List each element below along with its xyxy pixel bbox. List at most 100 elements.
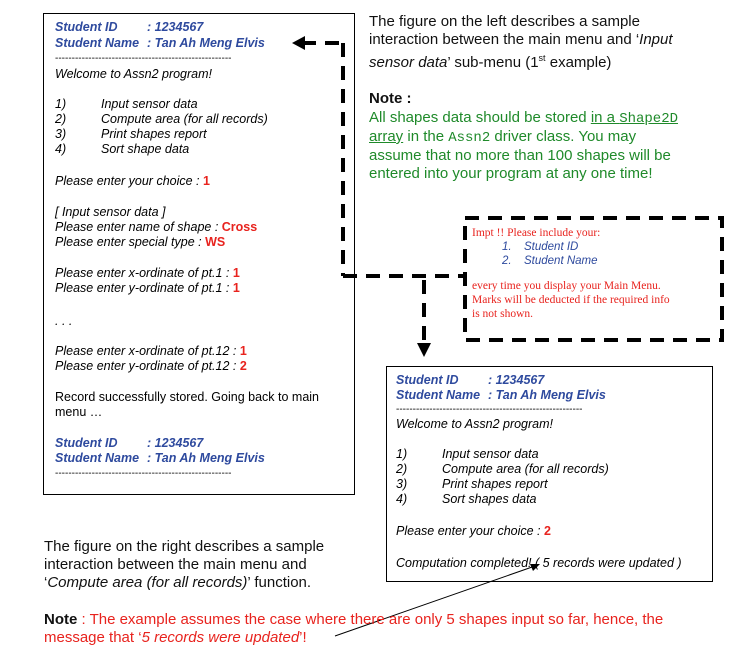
y12-value: 2	[239, 359, 247, 373]
shape-name-prompt: Please enter name of shape :	[55, 220, 222, 234]
note-line2: array in the Assn2 driver class. You may	[369, 128, 734, 147]
menu-item-label: Compute area (for all records)	[442, 462, 609, 476]
bottom-note: Note : The example assumes the case wher…	[44, 611, 734, 647]
y12-prompt: Please enter y-ordinate of pt.12 :	[55, 359, 240, 373]
bottom-note-label: Note	[44, 611, 78, 628]
student-name-line: Student Name : Tan Ah Meng Elvis	[396, 388, 606, 403]
note-line2-text: in the	[403, 128, 449, 145]
note-line1-underlined: in a	[590, 109, 620, 126]
impt-item-label: Student Name	[524, 255, 598, 267]
right-desc-line3: sensor data’ sub-menu (1st example)	[369, 49, 734, 72]
special-type-line: Please enter special type : WS	[55, 235, 225, 250]
separator: ----------------------------------------…	[396, 404, 583, 415]
left-console-box: Student ID: 1234567 Student Name: Tan Ah…	[43, 13, 355, 495]
impt-note: Impt !! Please include your: 1. Student I…	[472, 226, 717, 321]
choice-value: 2	[544, 524, 551, 538]
right-desc-line3-tail: example)	[545, 54, 612, 71]
student-id-value: : 1234567	[147, 20, 204, 34]
menu-item-number: 4)	[396, 492, 408, 506]
menu-item-number: 2)	[55, 112, 67, 126]
impt-item-2: 2. Student Name	[472, 254, 717, 268]
menu-item-label: Print shapes report	[101, 127, 207, 141]
menu-item-number: 3)	[396, 477, 408, 491]
student-name-label: Student Name	[55, 36, 140, 50]
choice-prompt: Please enter your choice :	[396, 524, 544, 538]
x12-value: 1	[239, 344, 247, 358]
note-pointer-line	[334, 565, 536, 637]
student-name-value: : Tan Ah Meng Elvis	[488, 388, 606, 402]
note-line1: All shapes data should be stored in a Sh…	[369, 109, 734, 128]
student-name-label: Student Name	[55, 451, 140, 465]
student-name-value: : Tan Ah Meng Elvis	[147, 451, 265, 465]
student-id-value: : 1234567	[147, 436, 204, 450]
menu-item-number: 4)	[55, 142, 67, 156]
right-desc-line2-italic: Input	[639, 31, 673, 48]
impt-line6: is not shown.	[472, 308, 534, 320]
right-desc-line1: The figure on the left describes a sampl…	[369, 13, 640, 30]
arrowhead-left	[292, 36, 305, 50]
right-description: The figure on the left describes a sampl…	[369, 13, 734, 72]
impt-item-number: 1.	[502, 241, 512, 253]
bottom-desc-tail: ’ function.	[247, 574, 312, 591]
impt-item-1: 1. Student ID	[472, 240, 717, 254]
student-id-label: Student ID	[55, 436, 118, 450]
impt-item-number: 2.	[502, 255, 512, 267]
note-pointer-arrowhead	[530, 564, 540, 571]
right-desc-line2: interaction between the main menu and ‘I…	[369, 31, 734, 49]
menu-item-number: 1)	[396, 447, 408, 461]
right-console-box: Student ID: 1234567 Student Name : Tan Ah…	[386, 366, 713, 582]
choice-line: Please enter your choice : 2	[396, 524, 551, 539]
x12-line: Please enter x-ordinate of pt.12 : 1	[55, 344, 247, 359]
student-id-line: Student ID: 1234567	[55, 20, 203, 35]
note-line2-tail: driver class. You may	[490, 128, 637, 145]
y1-line: Please enter y-ordinate of pt.1 : 1	[55, 281, 240, 296]
bottom-note-line2: message that ‘5 records were updated’!	[44, 629, 734, 647]
special-type-prompt: Please enter special type :	[55, 235, 206, 249]
bottom-note-line2-text: message that ‘	[44, 629, 142, 646]
impt-line5: Marks will be deducted if the required i…	[472, 294, 670, 306]
ellipsis: . . .	[55, 314, 73, 328]
y1-prompt: Please enter y-ordinate of pt.1 :	[55, 281, 233, 295]
student-id-line-2: Student ID : 1234567	[55, 436, 203, 451]
student-id-line: Student ID: 1234567	[396, 373, 544, 388]
bottom-note-line1: Note : The example assumes the case wher…	[44, 611, 734, 629]
menu-item-4: 4)Sort shapes data	[396, 492, 537, 507]
welcome-text: Welcome to Assn2 program!	[396, 417, 554, 431]
bottom-left-description: The figure on the right describes a samp…	[44, 538, 374, 592]
student-name-label: Student Name	[396, 388, 481, 402]
student-id-value: : 1234567	[488, 373, 545, 387]
bottom-note-text: : The example assumes the case where the…	[77, 611, 664, 628]
choice-line: Please enter your choice : 1	[55, 174, 210, 189]
arrowhead-down	[417, 343, 431, 357]
menu-item-number: 1)	[55, 97, 67, 111]
right-desc-line2-text: interaction between the main menu and ‘	[369, 31, 640, 48]
impt-line4: every time you display your Main Menu.	[472, 280, 661, 292]
note-text: All shapes data should be stored in a Sh…	[369, 109, 734, 183]
submenu-title: [ Input sensor data ]	[55, 205, 166, 219]
note-assn2-code: Assn2	[448, 130, 491, 146]
x1-value: 1	[232, 266, 240, 280]
menu-item-4: 4)Sort shape data	[55, 142, 189, 157]
impt-item-label: Student ID	[524, 241, 579, 253]
menu-item-3: 3) Print shapes report	[396, 477, 548, 492]
student-name-line: Student Name: Tan Ah Meng Elvis	[55, 36, 265, 51]
menu-item-label: Compute area (for all records)	[101, 112, 268, 126]
bottom-desc-line3: ‘Compute area (for all records)’ functio…	[44, 574, 374, 592]
note-array-underlined: array	[369, 128, 404, 145]
menu-item-number: 2)	[396, 462, 408, 476]
note-line4: entered into your program at any one tim…	[369, 165, 653, 182]
menu-item-1: 1) Input sensor data	[396, 447, 539, 462]
menu-item-label: Input sensor data	[442, 447, 539, 461]
superscript: st	[538, 53, 546, 63]
separator: ----------------------------------------…	[55, 53, 232, 64]
impt-line1: Impt !! Please include your:	[472, 227, 601, 239]
bottom-desc-line2: interaction between the main menu and	[44, 556, 307, 573]
menu-item-1: 1)Input sensor data	[55, 97, 198, 112]
note-line3: assume that no more than 100 shapes will…	[369, 147, 671, 164]
x1-line: Please enter x-ordinate of pt.1 : 1	[55, 266, 240, 281]
quote-open: ‘	[44, 574, 48, 591]
menu-item-label: Print shapes report	[442, 477, 548, 491]
x12-prompt: Please enter x-ordinate of pt.12 :	[55, 344, 240, 358]
shape-name-line: Please enter name of shape : Cross	[55, 220, 257, 235]
